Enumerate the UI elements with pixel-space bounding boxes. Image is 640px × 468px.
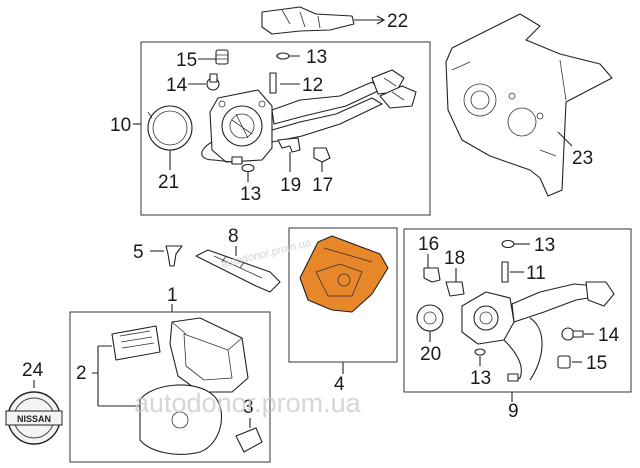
callout-15-right: 15 <box>586 353 607 374</box>
part-13-clip-mid <box>241 163 255 173</box>
part-2-label <box>111 325 161 361</box>
part-combination-switch-right <box>461 281 615 382</box>
part-12-pin <box>269 72 277 94</box>
part-combination-switch <box>201 69 417 165</box>
part-14-bolt-right <box>561 327 584 341</box>
part-3-cap <box>235 427 263 453</box>
callout-14-top: 14 <box>166 75 188 96</box>
callout-13-low: 13 <box>470 368 491 389</box>
part-21-ring <box>147 105 193 151</box>
part-18-clip <box>445 281 465 297</box>
callout-22: 22 <box>387 11 408 32</box>
callout-10: 10 <box>110 115 131 136</box>
callout-14-right: 14 <box>598 325 620 346</box>
callout-20: 20 <box>420 344 441 365</box>
part-1-housing <box>169 317 249 393</box>
group-box-1 <box>69 311 271 463</box>
callout-4: 4 <box>334 374 345 395</box>
part-8-strip <box>195 249 281 293</box>
part-5-clip <box>165 245 183 267</box>
callout-17: 17 <box>312 175 333 196</box>
part-11-pin <box>501 261 509 283</box>
part-14-bolt <box>206 73 220 91</box>
callout-3: 3 <box>243 397 254 418</box>
callout-21: 21 <box>158 172 179 193</box>
part-13-clip-right <box>501 239 515 249</box>
callout-5: 5 <box>133 242 144 263</box>
part-16-clip <box>423 267 441 283</box>
part-23-bracket <box>445 13 613 197</box>
group-box-10 <box>140 41 431 216</box>
callout-9: 9 <box>508 401 519 422</box>
part-22-cover <box>261 6 355 35</box>
leader-2 <box>92 345 140 407</box>
callout-1: 1 <box>167 285 178 306</box>
part-19-clip <box>277 137 301 153</box>
callout-16: 16 <box>418 234 439 255</box>
callout-13-mid: 13 <box>240 184 261 205</box>
part-4-highlighted <box>299 235 389 313</box>
callout-12: 12 <box>302 75 323 96</box>
callout-2: 2 <box>76 363 87 384</box>
part-20-ring <box>416 304 444 332</box>
part-13-clip-low <box>474 348 486 356</box>
callout-8: 8 <box>228 226 239 247</box>
watermark: autodonor.prom.ua <box>134 388 362 418</box>
part-15-screw <box>215 49 229 65</box>
part-24-emblem: NISSAN <box>5 391 63 445</box>
callout-24: 24 <box>22 360 44 381</box>
callout-19: 19 <box>280 175 301 196</box>
callout-15-top: 15 <box>176 50 197 71</box>
part-steering-pad <box>139 384 223 455</box>
part-17-clip <box>313 147 331 163</box>
part-15-screw-right <box>557 355 571 369</box>
callout-11: 11 <box>526 263 546 284</box>
callout-13-top: 13 <box>306 47 327 68</box>
callout-13-right: 13 <box>534 235 555 256</box>
emblem-logo-text: NISSAN <box>17 414 51 424</box>
callout-18: 18 <box>444 248 465 269</box>
part-13-clip-top <box>276 52 290 60</box>
group-box-9 <box>403 228 632 393</box>
callout-23: 23 <box>572 148 593 169</box>
